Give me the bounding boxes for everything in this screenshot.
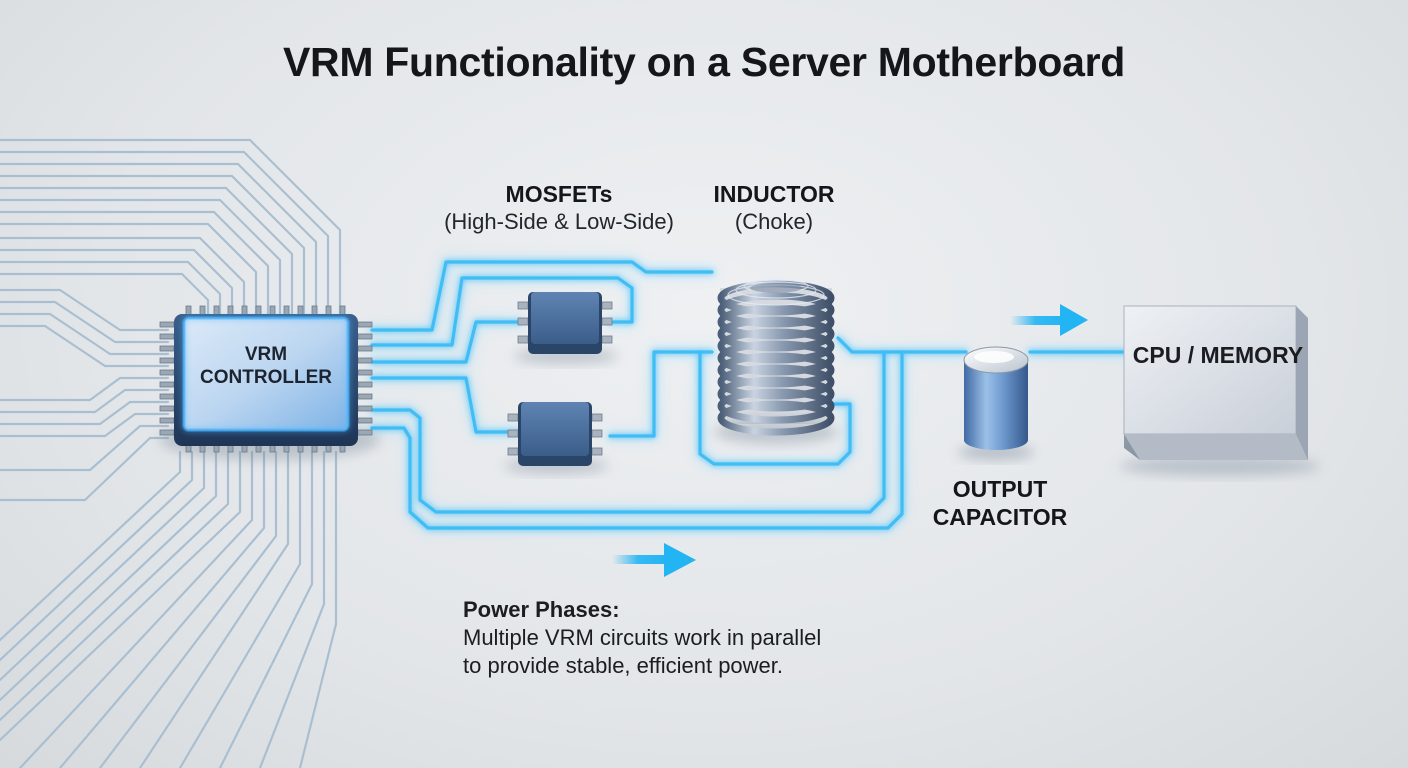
cpu-memory-block: [1120, 305, 1320, 476]
mosfet-high-side: [514, 292, 618, 364]
output-capacitor: [958, 346, 1034, 460]
vrm-controller-chip: [159, 305, 380, 460]
mosfet-label-title: MOSFETs: [505, 181, 613, 207]
power-phases-line-1: Multiple VRM circuits work in parallel: [463, 625, 822, 651]
inductor-coil: [714, 279, 838, 444]
power-phases-note: Power Phases: Multiple VRM circuits work…: [463, 596, 893, 680]
power-traces: [367, 257, 1135, 533]
arrow-right-icon: [612, 543, 696, 577]
page-title: VRM Functionality on a Server Motherboar…: [283, 39, 1125, 85]
arrow-right-icon: [1010, 304, 1088, 336]
mosfet-low-side: [504, 402, 608, 474]
power-phases-line-2: to provide stable, efficient power.: [463, 653, 784, 679]
capacitor-label: OUTPUT CAPACITOR: [932, 476, 1068, 530]
board-traces: [0, 138, 342, 768]
inductor-label: INDUCTOR (Choke): [680, 181, 868, 235]
inductor-label-title: INDUCTOR: [713, 181, 835, 207]
cpu-memory-label: CPU / MEMORY: [1132, 342, 1304, 368]
inductor-label-subtitle: (Choke): [734, 208, 814, 234]
controller-label: VRM CONTROLLER: [200, 344, 332, 388]
mosfet-label: MOSFETs (High-Side & Low-Side): [420, 181, 698, 235]
mosfet-label-subtitle: (High-Side & Low-Side): [444, 208, 674, 234]
power-phases-title: Power Phases:: [463, 597, 620, 622]
